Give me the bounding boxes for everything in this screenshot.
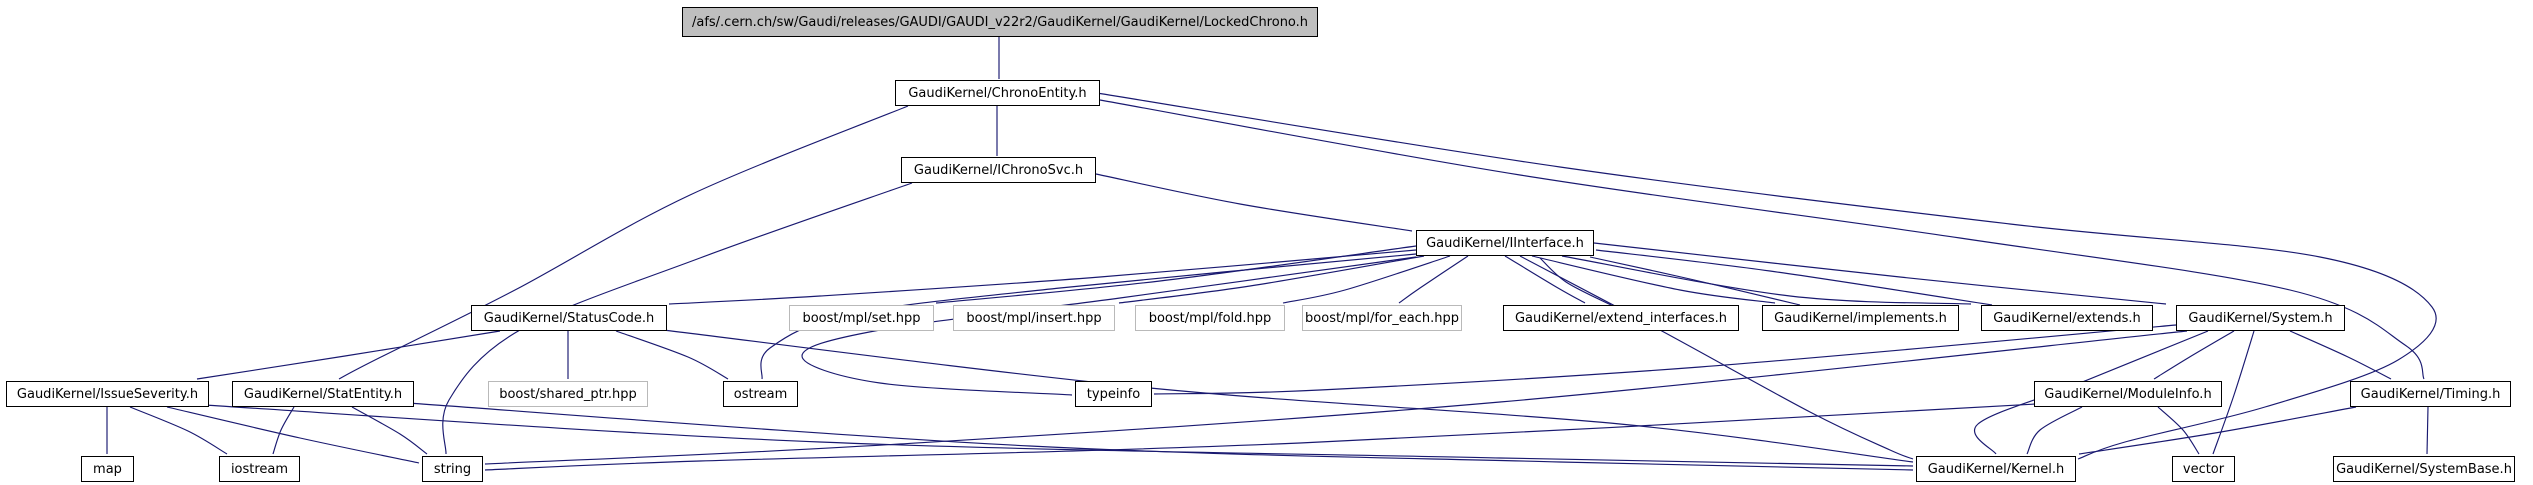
edge-system-to-typeinfo — [1153, 324, 2177, 395]
edge-chronoentity-to-kernel — [1096, 92, 2437, 460]
edge-system-to-timing — [2289, 330, 2392, 380]
edge-statentity-to-iostream — [272, 406, 295, 455]
edge-system-to-moduleinfo — [2153, 330, 2235, 380]
edge-timing-to-kernel — [2078, 406, 2357, 455]
edge-statentity-to-kernel — [407, 402, 1914, 471]
edge-iinterface-to-system — [1593, 242, 2167, 305]
node-issueseverity[interactable]: GaudiKernel/IssueSeverity.h — [6, 381, 209, 407]
node-mplinsert: boost/mpl/insert.hpp — [953, 305, 1115, 331]
edge-iinterface-to-mplfold — [1282, 255, 1451, 304]
node-iinterface[interactable]: GaudiKernel/IInterface.h — [1416, 230, 1594, 256]
node-typeinfo[interactable]: typeinfo — [1075, 381, 1152, 407]
node-timing[interactable]: GaudiKernel/Timing.h — [2350, 381, 2511, 407]
node-kernel[interactable]: GaudiKernel/Kernel.h — [1916, 456, 2076, 482]
edge-statuscode-to-ostream — [615, 330, 729, 380]
edge-moduleinfo-to-stringnode — [484, 403, 2037, 471]
edge-iinterface-to-mplset — [935, 245, 1417, 304]
node-ichronosvc[interactable]: GaudiKernel/IChronoSvc.h — [901, 157, 1096, 183]
edge-statuscode-to-issueseverity — [196, 330, 501, 380]
edge-issueseverity-to-kernel — [203, 404, 1914, 467]
node-stringnode[interactable]: string — [422, 456, 483, 482]
node-lockedchrono[interactable]: /afs/.cern.ch/sw/Gaudi/releases/GAUDI/GA… — [682, 7, 1318, 37]
node-extint[interactable]: GaudiKernel/extend_interfaces.h — [1503, 305, 1739, 331]
node-sharedptr: boost/shared_ptr.hpp — [488, 381, 648, 407]
edge-ichronosvc-to-iinterface — [1095, 173, 1413, 232]
edge-iinterface-to-statuscode — [668, 249, 1417, 305]
node-statuscode[interactable]: GaudiKernel/StatusCode.h — [471, 305, 667, 331]
edge-chronoentity-to-statentity — [338, 105, 909, 380]
edge-iinterface-to-mplinsert — [1118, 255, 1425, 304]
edge-moduleinfo-to-vector — [2157, 406, 2200, 455]
edge-iinterface-to-ostream — [760, 253, 1417, 380]
edge-extends-to-iinterface — [1595, 249, 1993, 306]
edge-statuscode-to-kernel — [654, 328, 1914, 463]
edge-chronoentity-to-timing — [1099, 99, 2425, 380]
edge-system-to-vector — [2212, 330, 2255, 455]
node-mplset: boost/mpl/set.hpp — [789, 305, 934, 331]
edge-iinterface-to-extint — [1504, 255, 1586, 304]
node-systembase[interactable]: GaudiKernel/SystemBase.h — [2333, 456, 2515, 482]
node-vector[interactable]: vector — [2172, 456, 2235, 482]
node-ostream[interactable]: ostream — [723, 381, 798, 407]
edge-implements-to-iinterface — [1589, 256, 1801, 306]
node-mplforeach: boost/mpl/for_each.hpp — [1302, 305, 1462, 331]
edge-iinterface-to-kernel — [1519, 255, 1914, 460]
edge-iinterface-to-mplforeach — [1398, 255, 1469, 304]
edge-timing-to-systembase — [2426, 406, 2429, 455]
node-system[interactable]: GaudiKernel/System.h — [2176, 305, 2345, 331]
edge-system-to-stringnode — [484, 330, 2188, 465]
node-chronoentity[interactable]: GaudiKernel/ChronoEntity.h — [895, 80, 1100, 106]
edge-issueseverity-to-iostream — [129, 406, 228, 455]
node-extends[interactable]: GaudiKernel/extends.h — [1981, 305, 2153, 331]
node-iostream[interactable]: iostream — [219, 456, 300, 482]
edge-moduleinfo-to-kernel — [2026, 406, 2083, 455]
edge-extint-to-iinterface — [1539, 257, 1612, 306]
edge-issueseverity-to-stringnode — [166, 406, 420, 464]
edge-statentity-to-stringnode — [351, 406, 428, 455]
node-statentity[interactable]: GaudiKernel/StatEntity.h — [232, 381, 414, 407]
edge-iinterface-to-extends — [1561, 255, 1972, 305]
node-moduleinfo[interactable]: GaudiKernel/ModuleInfo.h — [2034, 381, 2222, 407]
node-implements[interactable]: GaudiKernel/implements.h — [1762, 305, 1959, 331]
edge-iinterface-to-implements — [1531, 255, 1776, 304]
node-mplfold: boost/mpl/fold.hpp — [1135, 305, 1285, 331]
node-map[interactable]: map — [81, 456, 134, 482]
